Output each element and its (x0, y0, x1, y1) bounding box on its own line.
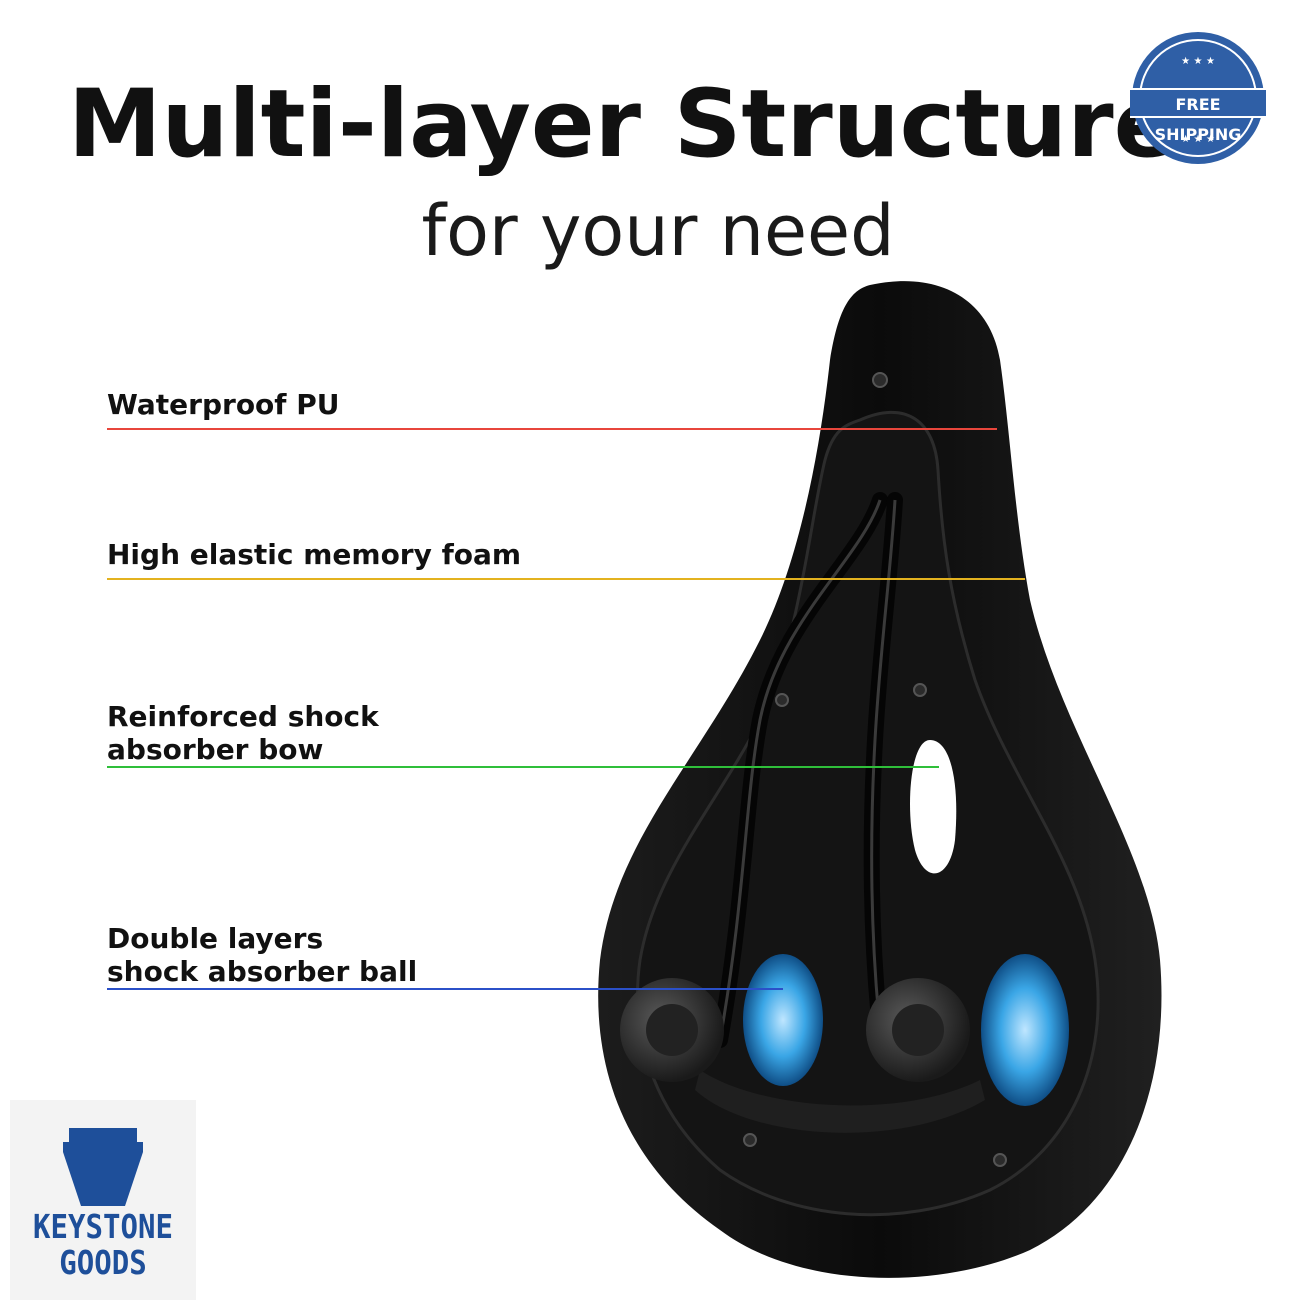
shock-ball-right (981, 954, 1069, 1106)
free-shipping-badge: ★ ★ ★ ★ ★ ★ FREE SHIPPING (1130, 30, 1266, 166)
headline: Multi-layer Structure (68, 70, 1178, 179)
callout-line-shock-bow (107, 766, 939, 768)
callout-waterproof-pu: Waterproof PU (107, 388, 340, 421)
keystone-icon (63, 1128, 143, 1206)
screw (872, 372, 888, 388)
center-slot (910, 740, 957, 874)
svg-text:★ ★ ★: ★ ★ ★ (1181, 134, 1215, 145)
callout-line-memory-foam (107, 578, 1025, 580)
keystone-goods-logo: KEYSTONE GOODS (10, 1100, 196, 1300)
logo-line-1: KEYSTONE (33, 1207, 173, 1246)
callout-line-shock-ball (107, 988, 783, 990)
shock-ball-left (743, 954, 823, 1086)
callout-memory-foam: High elastic memory foam (107, 538, 522, 571)
callout-line-waterproof-pu (107, 428, 997, 430)
badge-text: FREE SHIPPING (1130, 88, 1266, 144)
seat-frame (695, 1070, 985, 1133)
logo-line-2: GOODS (59, 1243, 147, 1282)
subheadline: for your need (421, 190, 895, 272)
callout-shock-ball: Double layers shock absorber ball (107, 922, 418, 988)
callout-shock-bow: Reinforced shock absorber bow (107, 700, 379, 766)
svg-text:★ ★ ★: ★ ★ ★ (1181, 56, 1215, 67)
